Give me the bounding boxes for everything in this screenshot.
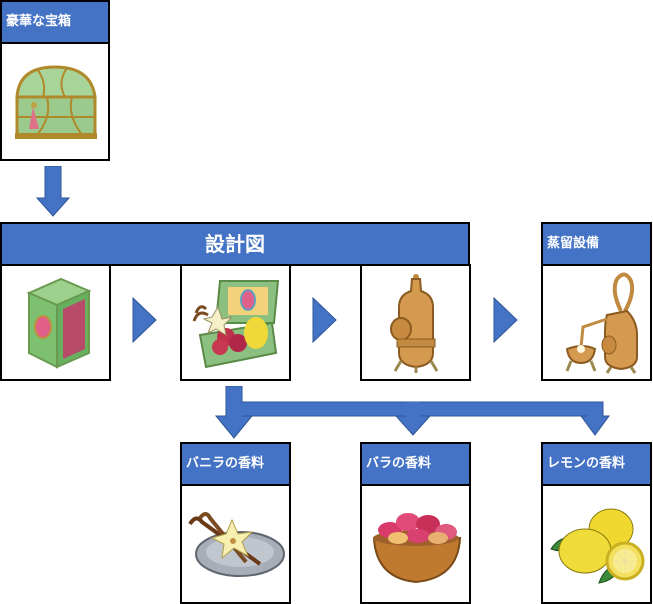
right-arrow-icon [493, 297, 518, 343]
vanilla-icon [182, 486, 289, 602]
treasure-chest-icon [2, 44, 108, 159]
output-card-lemon: レモンの香料 [541, 442, 652, 604]
branch-arrow-rose [394, 415, 432, 436]
output-label-lemon: レモンの香料 [543, 444, 650, 486]
copper-still-icon [389, 273, 438, 373]
lemon-icon [543, 486, 650, 602]
result-item-label: 蒸留設備 [543, 224, 650, 266]
output-card-rose: バラの香料 [360, 442, 471, 604]
blueprint-title: 設計図 [0, 222, 470, 266]
down-arrow-icon [36, 166, 70, 217]
branch-arrow-connector [214, 386, 610, 439]
fragrance-ingredients-box-icon [192, 279, 279, 368]
right-arrow-icon [312, 297, 337, 343]
right-arrow-icon [132, 297, 157, 343]
output-card-vanilla: バニラの香料 [180, 442, 291, 604]
output-label-rose: バラの香料 [362, 444, 469, 486]
source-item-card: 豪華な宝箱 [0, 0, 110, 161]
output-label-vanilla: バニラの香料 [182, 444, 289, 486]
distillation-apparatus-icon [543, 266, 650, 379]
blueprint-step-2 [180, 264, 291, 381]
blueprint-step-3 [360, 264, 471, 381]
rose-petals-icon [362, 486, 469, 602]
source-item-label: 豪華な宝箱 [2, 2, 108, 44]
green-blueprint-box-icon [25, 277, 92, 369]
result-item-card: 蒸留設備 [541, 222, 652, 381]
blueprint-step-1 [0, 264, 111, 381]
